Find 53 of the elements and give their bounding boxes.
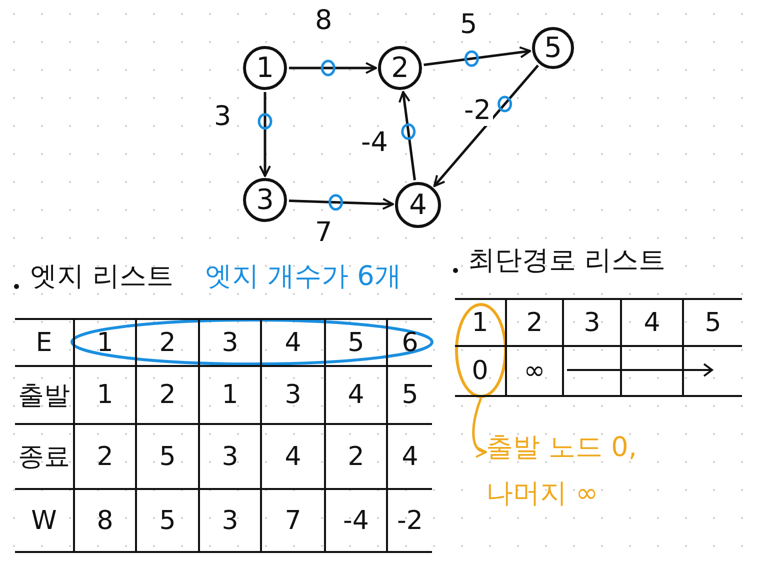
table-cell: 종료 — [15, 425, 75, 490]
table-cell: 2 — [507, 300, 564, 347]
table-cell: 5 — [137, 425, 200, 490]
table-cell: 4 — [262, 320, 326, 367]
table-cell: 1 — [200, 367, 262, 425]
table-cell: ∞ — [507, 347, 564, 397]
table-cell: 1 — [75, 320, 137, 367]
arrow — [259, 92, 271, 177]
table-cell: 2 — [75, 425, 137, 490]
table-cell: 3 — [262, 367, 326, 425]
graph-node: 1 — [243, 46, 287, 90]
note-text: 엣지 개수가 6개 — [205, 260, 402, 294]
arrow — [289, 62, 377, 74]
arrow — [433, 64, 539, 188]
arrow — [288, 198, 394, 210]
table-cell: E — [15, 320, 75, 367]
table-cell: 4 — [388, 425, 432, 490]
table-cell: 4 — [622, 300, 684, 347]
table-cell: 1 — [455, 300, 507, 347]
table-cell: 6 — [388, 320, 432, 367]
table-cell: 2 — [326, 425, 388, 490]
edge-label: -2 — [462, 96, 493, 126]
highlight-ellipse — [455, 303, 507, 398]
arrow — [472, 398, 487, 456]
table-cell: -2 — [388, 490, 432, 553]
table-cell: 7 — [262, 490, 326, 553]
table-cell: 0 — [455, 347, 507, 397]
table-cell: 3 — [200, 425, 262, 490]
table-cell: 3 — [200, 490, 262, 553]
arrow — [398, 90, 416, 180]
table-cell: 2 — [137, 320, 200, 367]
table-cell: 4 — [262, 425, 326, 490]
table-cell: 1 — [75, 367, 137, 425]
table-cell: 5 — [388, 367, 432, 425]
table-cell: 2 — [137, 367, 200, 425]
heading: 엣지 리스트 — [30, 260, 174, 294]
table-cell: 5 — [137, 490, 200, 553]
table-cell: -4 — [326, 490, 388, 553]
table-cell: 5 — [684, 300, 742, 347]
table-cell: 4 — [326, 367, 388, 425]
annotation-text: 출발 노드 0, 나머지 ∞ — [486, 425, 661, 517]
graph-node: 5 — [532, 27, 574, 69]
heading: 최단경로 리스트 — [468, 244, 666, 278]
graph-node: 2 — [378, 46, 422, 90]
table-cell: 3 — [564, 300, 622, 347]
table-cell: W — [15, 490, 75, 553]
table-cell: 3 — [200, 320, 262, 367]
table-cell: 5 — [326, 320, 388, 367]
table-cell: 출발 — [15, 367, 75, 425]
graph-node: 3 — [243, 178, 287, 222]
graph-node: 4 — [395, 182, 441, 228]
table-cell: 8 — [75, 490, 137, 553]
arrow — [424, 46, 532, 66]
